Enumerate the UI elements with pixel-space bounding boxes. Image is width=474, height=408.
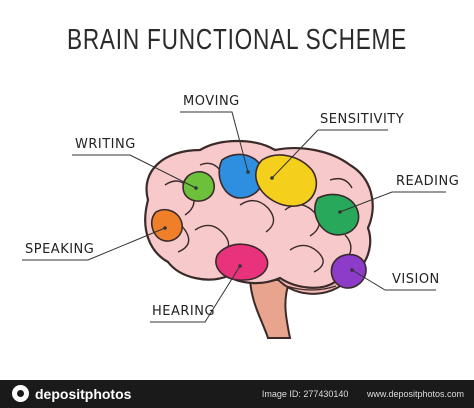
diagram-canvas: BRAIN FUNCTIONAL SCHEME <box>22 24 460 339</box>
region-reading <box>314 193 360 236</box>
diagram-title: BRAIN FUNCTIONAL SCHEME <box>66 24 408 56</box>
label-writing: WRITING <box>75 137 136 152</box>
label-moving: MOVING <box>183 94 240 109</box>
leader-sensitivity <box>271 129 388 179</box>
label-speaking: SPEAKING <box>25 242 95 257</box>
footer-site: www.depositphotos.com <box>366 389 464 399</box>
leader-moving <box>180 111 249 173</box>
leader-writing <box>72 154 197 189</box>
brain-stem <box>248 279 292 339</box>
label-sensitivity: SENSITIVITY <box>320 112 405 127</box>
footer-meta: Image ID: 277430140 www.depositphotos.co… <box>246 389 464 399</box>
footer-image-id: Image ID: 277430140 <box>261 389 349 399</box>
region-vision <box>330 253 367 289</box>
watermark-footer: depositphotos Image ID: 277430140 www.de… <box>0 380 474 408</box>
depositphotos-logo-icon <box>12 385 29 402</box>
leader-lines <box>22 111 446 323</box>
leader-speaking <box>22 227 166 261</box>
leader-reading <box>339 191 446 213</box>
leader-vision <box>351 269 436 291</box>
region-sensitivity <box>255 154 318 207</box>
leader-hearing <box>150 265 241 323</box>
region-writing <box>182 171 215 202</box>
brain-illustration <box>22 111 446 339</box>
label-reading: READING <box>396 174 460 189</box>
footer-brand: depositphotos <box>35 386 132 402</box>
region-speaking <box>150 208 183 242</box>
label-vision: VISION <box>392 272 440 287</box>
label-hearing: HEARING <box>152 304 216 319</box>
region-hearing <box>215 243 269 281</box>
